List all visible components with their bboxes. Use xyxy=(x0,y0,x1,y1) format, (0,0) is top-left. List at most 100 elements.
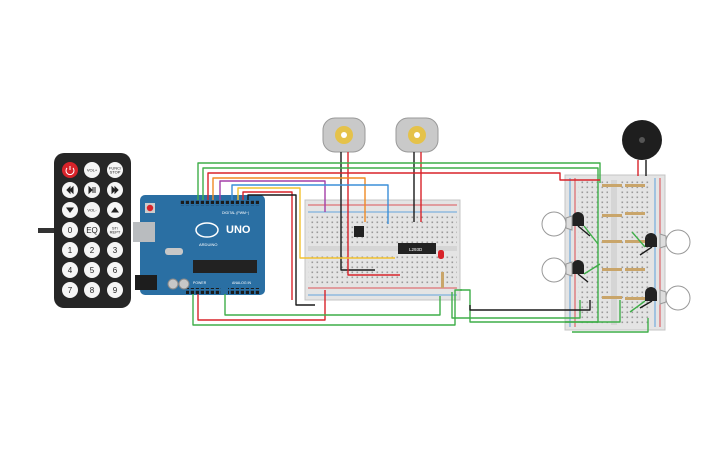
remote-button-label: 4 xyxy=(68,266,73,275)
wire-green xyxy=(192,289,462,326)
down-icon xyxy=(66,207,74,213)
wire-green xyxy=(460,289,621,323)
wire-red xyxy=(242,191,293,300)
power-jack xyxy=(135,275,157,290)
remote-button-6[interactable]: 6 xyxy=(107,262,123,278)
remote-button-label: 9 xyxy=(113,286,118,295)
resistor xyxy=(625,240,645,243)
analog-pins-label: ANALOG IN xyxy=(232,281,252,285)
remote-button-label: STOP xyxy=(110,170,121,175)
remote-button-0[interactable]: 0 xyxy=(62,222,78,238)
dc-motor-2[interactable] xyxy=(395,117,439,153)
capacitor xyxy=(167,278,179,290)
remote-button-label: VOL- xyxy=(87,208,97,213)
remote-button-3[interactable]: 3 xyxy=(107,242,123,258)
remote-button-label: 7 xyxy=(68,286,73,295)
l293d-chip-label: L293D xyxy=(409,247,423,252)
light-bulb-icon[interactable] xyxy=(659,229,691,255)
wire-black xyxy=(247,194,315,306)
remote-button-label: 6 xyxy=(113,266,118,275)
arduino-uno-board[interactable]: UNO ARDUINO DIGITAL (PWM~) POWER ANALOG … xyxy=(133,195,265,295)
light-bulb-icon[interactable] xyxy=(659,285,691,311)
remote-button-label: REPT xyxy=(110,230,121,235)
power-icon xyxy=(65,166,75,176)
wire-green xyxy=(197,162,601,200)
remote-button-5[interactable]: 5 xyxy=(84,262,100,278)
transistor[interactable] xyxy=(572,212,584,226)
capacitor xyxy=(178,278,190,290)
wire-green xyxy=(583,225,599,245)
wire-green xyxy=(451,292,581,319)
remote-button-label: 0 xyxy=(68,226,73,235)
remote-button-label: 1 xyxy=(68,246,73,255)
power-pins-label: POWER xyxy=(193,281,207,285)
wire-green xyxy=(224,294,441,316)
resistor xyxy=(602,296,622,299)
wire-yellow xyxy=(237,187,395,259)
remote-button-vol-[interactable]: VOL+ xyxy=(84,162,100,178)
breadboard-secondary[interactable] xyxy=(564,174,666,331)
wire-green xyxy=(583,263,601,275)
wire-green xyxy=(572,318,649,333)
remote-button-down[interactable] xyxy=(62,202,78,218)
wire-red xyxy=(207,172,600,200)
power-header xyxy=(186,288,221,294)
remote-button-8[interactable]: 8 xyxy=(84,282,100,298)
remote-button-label: 8 xyxy=(90,286,95,295)
resistor xyxy=(602,184,622,187)
wire-blue xyxy=(231,184,389,224)
remote-button-eq[interactable]: EQ xyxy=(84,222,100,238)
remote-button-power[interactable] xyxy=(62,162,78,178)
remote-button-play-pause[interactable] xyxy=(84,182,100,198)
usb-port xyxy=(133,222,155,242)
remote-button-2[interactable]: 2 xyxy=(84,242,100,258)
dc-motor-1[interactable] xyxy=(322,117,366,153)
breadboard-main[interactable]: L293D xyxy=(304,199,461,301)
wire-black xyxy=(577,225,591,237)
resistor xyxy=(602,268,622,271)
transistor[interactable] xyxy=(645,287,657,301)
remote-button-vol-[interactable]: VOL- xyxy=(84,202,100,218)
resistor xyxy=(625,297,645,300)
transistor[interactable] xyxy=(572,260,584,274)
wires xyxy=(192,152,653,333)
resistor xyxy=(625,184,645,187)
light-bulb-icon[interactable] xyxy=(541,257,573,283)
light-bulb-icon[interactable] xyxy=(541,211,573,237)
remote-button-up[interactable] xyxy=(107,202,123,218)
atmega-chip xyxy=(193,260,257,273)
l293d-chip[interactable] xyxy=(398,243,436,254)
reset-button[interactable] xyxy=(146,204,154,212)
remote-button-label: EQ xyxy=(86,226,98,235)
remote-button-4[interactable]: 4 xyxy=(62,262,78,278)
arduino-model-label: UNO xyxy=(226,224,251,236)
play-pause-icon xyxy=(88,185,96,195)
digital-header xyxy=(180,200,260,206)
remote-button-label: ST/ xyxy=(112,226,119,231)
wire-green xyxy=(629,300,646,313)
up-icon xyxy=(111,207,119,213)
resistor xyxy=(602,240,622,243)
next-icon xyxy=(111,185,119,195)
wire-purple xyxy=(219,180,326,212)
remote-button-st-rept[interactable]: ST/REPT xyxy=(107,222,123,238)
remote-button-func-stop[interactable]: FUNC/STOP xyxy=(107,162,123,178)
remote-button-9[interactable]: 9 xyxy=(107,282,123,298)
ir-receiver[interactable] xyxy=(354,226,364,237)
resistor xyxy=(602,214,622,217)
remote-button-label: 5 xyxy=(90,266,95,275)
wire-orange xyxy=(212,177,366,222)
piezo-buzzer[interactable] xyxy=(622,120,662,160)
wire-black xyxy=(639,300,653,309)
remote-button-prev[interactable] xyxy=(62,182,78,198)
transistor[interactable] xyxy=(645,233,657,247)
remote-button-7[interactable]: 7 xyxy=(62,282,78,298)
remote-button-1[interactable]: 1 xyxy=(62,242,78,258)
remote-button-next[interactable] xyxy=(107,182,123,198)
red-led[interactable] xyxy=(438,250,444,259)
arduino-logo-icon xyxy=(195,222,219,238)
wire-black xyxy=(340,152,375,271)
